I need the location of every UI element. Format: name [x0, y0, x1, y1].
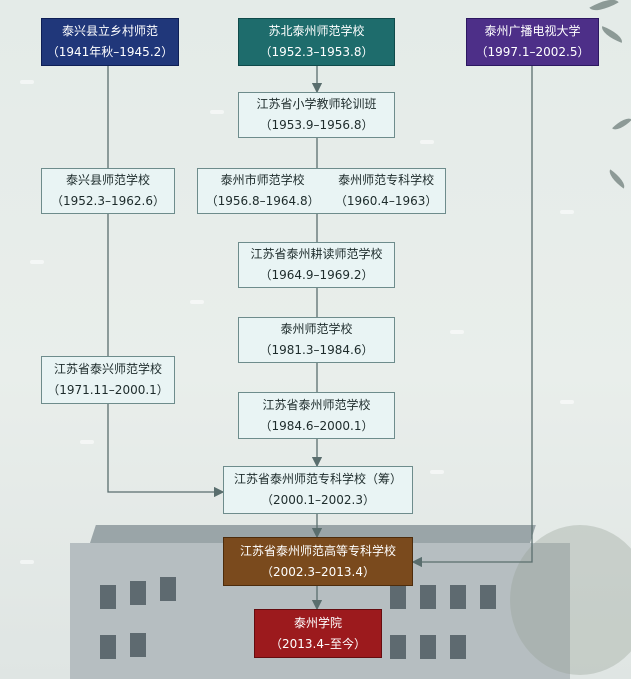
node-taizhou-city-and-special-normal: 泰州市师范学校 （1956.8–1964.8） 泰州师范专科学校 （1960.4… [197, 168, 446, 214]
node-name: 江苏省泰兴师范学校 [53, 362, 162, 376]
paper-fleck [190, 300, 204, 304]
paper-fleck [420, 140, 434, 144]
node-period: （1960.4–1963） [334, 194, 438, 208]
node-subei-taizhou-normal: 苏北泰州师范学校 （1952.3–1953.8） [238, 18, 395, 66]
node-taizhou-normal: 泰州师范学校 （1981.3–1984.6） [238, 317, 395, 363]
node-period: （2013.4–至今） [270, 636, 366, 651]
node-name: 泰州广播电视大学 [484, 24, 581, 38]
node-taixing-rural-normal: 泰兴县立乡村师范 （1941年秋–1945.2） [41, 18, 179, 66]
node-taizhou-tv-university: 泰州广播电视大学 （1997.1–2002.5） [466, 18, 599, 66]
paper-fleck [560, 400, 574, 404]
node-period: （1952.3–1953.8） [259, 45, 374, 59]
node-name: 江苏省泰州耕读师范学校 [250, 247, 383, 261]
paper-fleck [430, 470, 444, 474]
node-period: （1971.11–2000.1） [47, 383, 169, 397]
paper-fleck [450, 330, 464, 334]
node-name: 江苏省小学教师轮训班 [256, 97, 377, 111]
node-js-primary-teacher-training: 江苏省小学教师轮训班 （1953.9–1956.8） [238, 92, 395, 138]
node-period: （1956.8–1964.8） [205, 194, 320, 208]
node-period: （1953.9–1956.8） [259, 118, 374, 132]
node-taizhou-city-normal: 泰州市师范学校 （1956.8–1964.8） [206, 170, 320, 212]
node-taizhou-university: 泰州学院 （2013.4–至今） [254, 609, 382, 658]
node-period: （1941年秋–1945.2） [46, 45, 174, 59]
node-period: （1981.3–1984.6） [259, 343, 374, 357]
connector-js-taixing-to-prep [107, 404, 225, 498]
node-name: 苏北泰州师范学校 [268, 24, 365, 38]
node-period: （1997.1–2002.5） [475, 45, 590, 59]
node-name: 江苏省泰州师范专科学校（筹） [233, 472, 402, 486]
node-name: 江苏省泰州师范学校 [262, 397, 371, 412]
paper-fleck [210, 110, 224, 114]
node-name: 江苏省泰州师范高等专科学校 [239, 543, 396, 558]
node-name: 泰州师范专科学校 [338, 173, 435, 187]
node-name: 泰州学院 [293, 615, 342, 630]
node-period: （1984.6–2000.1） [259, 418, 374, 433]
node-js-taizhou-normal: 江苏省泰州师范学校 （1984.6–2000.1） [238, 392, 395, 439]
node-js-taixing-normal: 江苏省泰兴师范学校 （1971.11–2000.1） [41, 356, 175, 404]
connector-tv-to-college [411, 66, 533, 568]
paper-fleck [80, 440, 94, 444]
node-period: （1964.9–1969.2） [259, 268, 374, 282]
node-js-taizhou-special-normal-prep: 江苏省泰州师范专科学校（筹） （2000.1–2002.3） [223, 466, 413, 514]
node-period: （2002.3–2013.4） [261, 564, 375, 579]
node-name: 泰兴县师范学校 [65, 173, 150, 187]
node-name: 泰兴县立乡村师范 [61, 24, 158, 38]
node-js-taizhou-gengdu-normal: 江苏省泰州耕读师范学校 （1964.9–1969.2） [238, 242, 395, 288]
node-taixing-county-normal: 泰兴县师范学校 （1952.3–1962.6） [41, 168, 175, 214]
node-period: （1952.3–1962.6） [51, 194, 165, 208]
node-period: （2000.1–2002.3） [261, 493, 375, 507]
paper-fleck [30, 260, 44, 264]
paper-fleck [20, 560, 34, 564]
paper-fleck [20, 80, 34, 84]
node-js-taizhou-normal-college: 江苏省泰州师范高等专科学校 （2002.3–2013.4） [223, 537, 413, 586]
node-name: 泰州市师范学校 [220, 173, 305, 187]
paper-fleck [560, 210, 574, 214]
node-taizhou-special-normal: 泰州师范专科学校 （1960.4–1963） [335, 170, 438, 212]
node-name: 泰州师范学校 [280, 322, 353, 336]
